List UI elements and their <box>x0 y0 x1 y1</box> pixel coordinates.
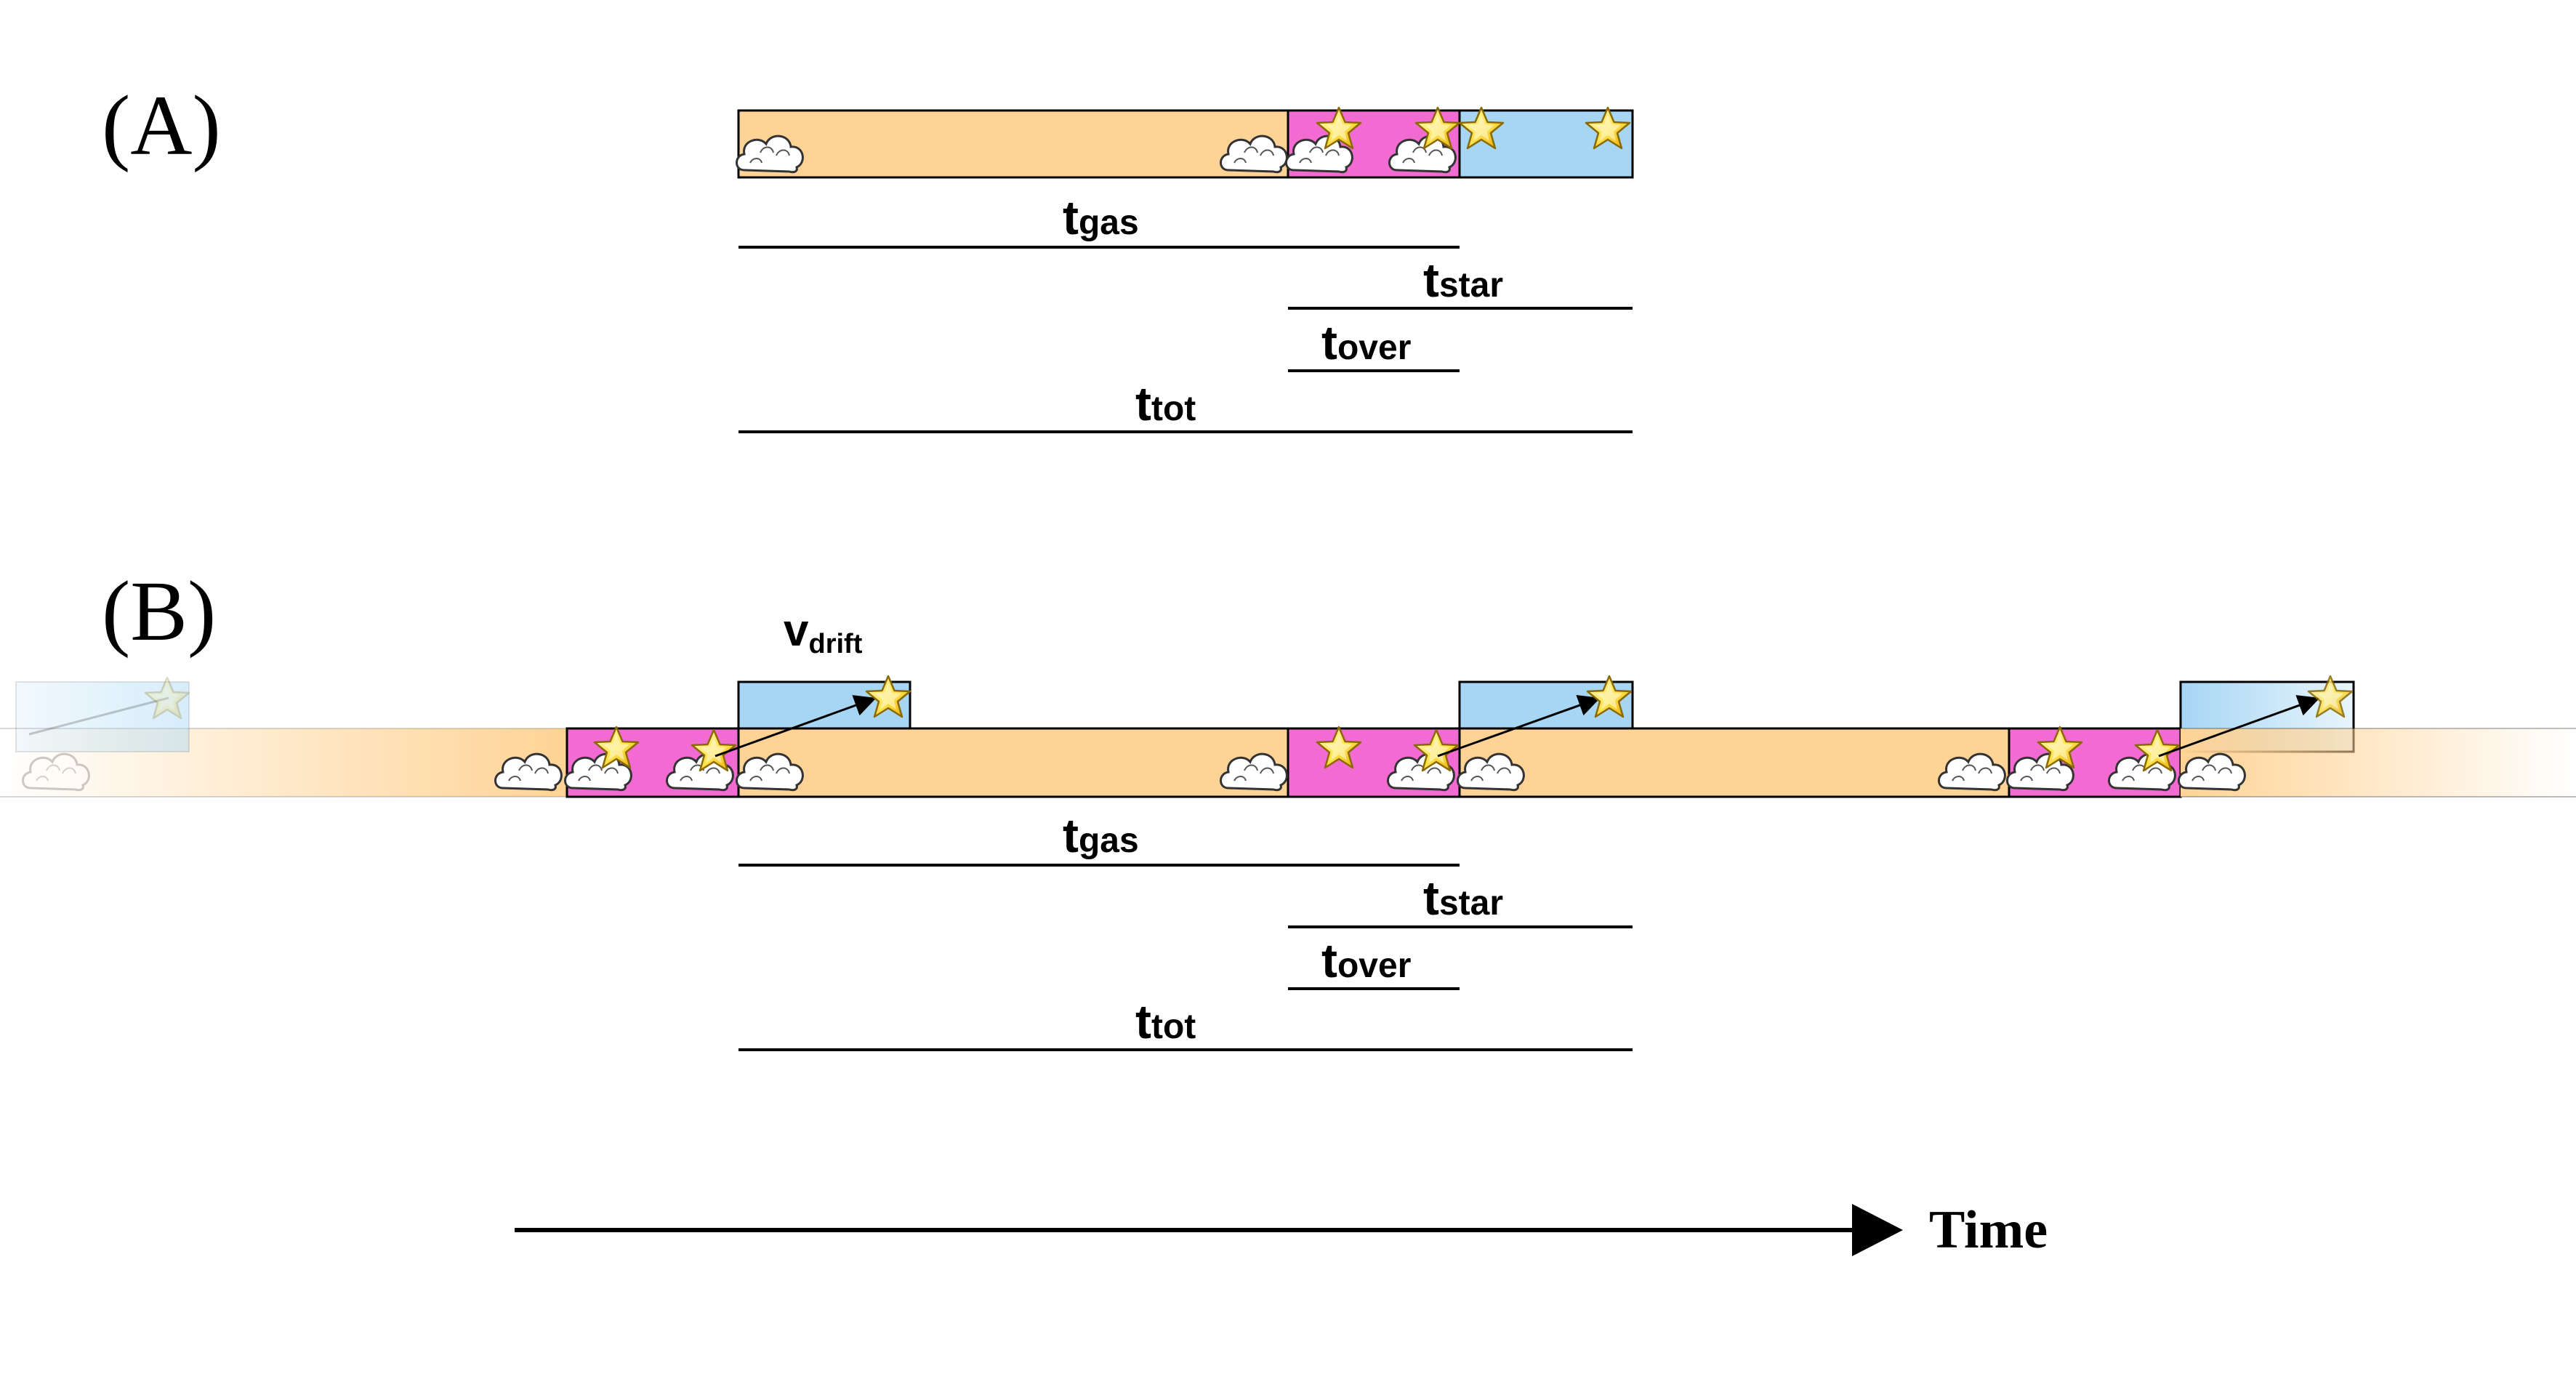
panel-label-b: (B) <box>102 563 216 659</box>
time-axis: Time <box>515 1200 2048 1260</box>
arrow-icon <box>715 695 877 758</box>
timescale-label: ttot <box>1135 995 1196 1048</box>
evolution-timeline-b <box>0 675 2576 798</box>
evolution-bar-a <box>736 106 1634 179</box>
timescale-label: tgas <box>1063 190 1139 244</box>
timescale-label: tover <box>1321 933 1411 987</box>
timescale-tstar-a: tstar <box>1288 253 1633 310</box>
timescale-tgas-a: tgas <box>738 190 1460 249</box>
arrow-icon <box>1852 1204 1903 1256</box>
timescale-tgas-b: tgas <box>738 808 1460 867</box>
drift-velocity-label: vdrift <box>784 606 863 659</box>
gas-phase-segment-faded <box>2181 728 2576 797</box>
gas-phase-segment <box>737 727 1289 798</box>
panel-b: (B) vdrift <box>0 563 2576 1051</box>
panel-a: (A) tgas tstar <box>102 78 1634 433</box>
arrow-icon <box>1437 694 1601 758</box>
timescale-label: ttot <box>1135 377 1196 430</box>
timescale-label: tstar <box>1423 253 1503 307</box>
timescale-label: tover <box>1321 316 1411 369</box>
arrow-icon <box>2158 695 2320 758</box>
time-axis-label: Time <box>1929 1200 2048 1260</box>
timescale-tstar-b: tstar <box>1288 871 1633 928</box>
timescale-label: tgas <box>1063 808 1139 862</box>
timescale-label: tstar <box>1423 871 1503 925</box>
gas-phase-segment <box>737 109 1289 179</box>
gas-phase-segment <box>1458 727 2011 798</box>
timescale-tover-a: tover <box>1288 316 1460 372</box>
panel-label-a: (A) <box>102 78 221 173</box>
timescale-ttot-b: ttot <box>738 995 1633 1051</box>
timescale-tover-b: tover <box>1288 933 1460 990</box>
timescale-ttot-a: ttot <box>738 377 1633 433</box>
